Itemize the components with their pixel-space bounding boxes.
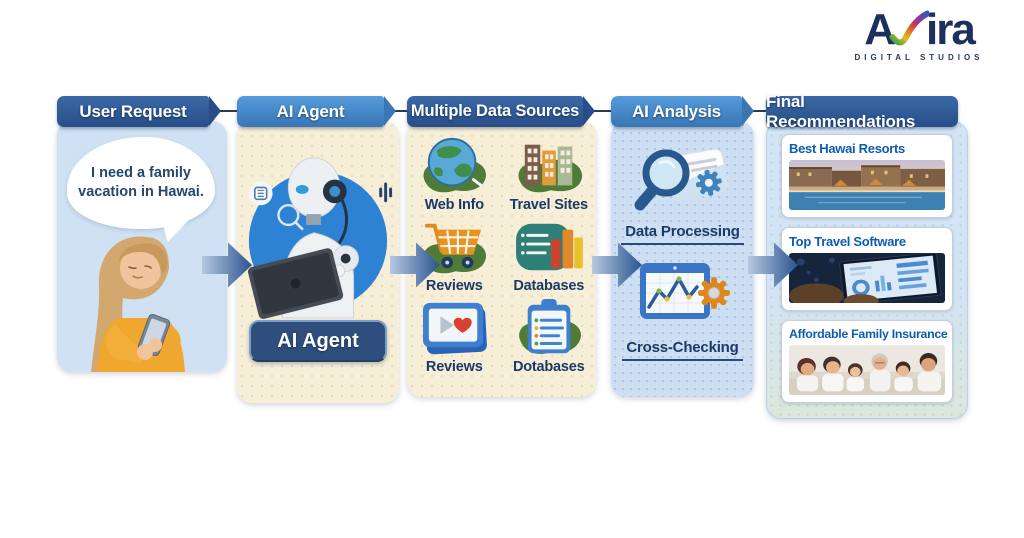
brand-letters-ira: ira <box>925 5 976 54</box>
line-chart-gear-icon <box>640 263 731 319</box>
source-label: Reviews <box>425 278 483 294</box>
recommendation-title: Top Travel Software <box>789 234 906 249</box>
brand-name: A ira <box>826 8 1012 52</box>
brand-logo: A ira DIGITAL STUDIOS <box>826 8 1012 63</box>
header-final-recommendations: Final Recommendations <box>766 92 958 131</box>
header-ai-analysis: AI Analysis <box>611 96 754 127</box>
books-database-icon <box>515 223 583 271</box>
magnifier-document-gear-icon <box>634 148 729 211</box>
analysis-step-label: Cross-Checking <box>622 339 743 361</box>
rainbow-check-icon <box>889 10 929 46</box>
clipboard-checklist-icon <box>518 298 581 354</box>
woman-using-phone-illustration <box>91 236 185 372</box>
source-item: Reviews <box>411 297 497 375</box>
source-item: Dotabases <box>506 297 592 375</box>
family-group-photo <box>789 345 945 395</box>
recommendation-title: Affordable Family Insurance <box>789 327 948 341</box>
brand-tagline: DIGITAL STUDIOS <box>854 53 984 62</box>
travel-software-tablet-photo <box>789 253 945 303</box>
recommendation-card: Top Travel Software <box>781 227 953 311</box>
hotel-buildings-icon <box>518 144 582 193</box>
source-item: Travel Sites <box>506 135 592 213</box>
video-review-icon <box>423 302 488 355</box>
recommendation-card: Best Hawai Resorts <box>781 134 953 218</box>
ai-agent-badge: AI Agent <box>249 320 387 362</box>
panel-final-recommendations: Best Hawai Resorts <box>766 121 968 419</box>
source-label: Databases <box>513 278 585 294</box>
source-label: Reviews <box>425 359 483 375</box>
recommendation-card: Affordable Family Insurance <box>781 320 953 403</box>
resort-pool-photo <box>789 160 945 210</box>
header-data-sources: Multiple Data Sources <box>407 96 595 127</box>
source-label: Travel Sites <box>509 197 588 213</box>
recommendation-title: Best Hawai Resorts <box>789 141 905 156</box>
panel-data-sources: Web Info <box>407 121 596 397</box>
header-ai-agent: AI Agent <box>237 96 396 127</box>
robot-with-laptop-illustration <box>247 157 393 319</box>
panel-ai-agent: AI Agent <box>237 121 399 403</box>
source-label: Web Info <box>424 197 485 213</box>
analysis-step: Data Processing <box>621 139 744 245</box>
analysis-step-label: Data Processing <box>621 223 744 245</box>
source-item: Databases <box>506 216 592 294</box>
source-label: Dotabases <box>512 359 585 375</box>
globe-icon <box>423 137 487 193</box>
source-item: Web Info <box>411 135 497 213</box>
header-user-request: User Request <box>57 96 221 127</box>
analysis-step: Cross-Checking <box>622 255 743 361</box>
brand-letter-a: A <box>864 5 896 54</box>
speech-bubble: I need a family vacation in Hawai. <box>67 137 215 229</box>
panel-ai-analysis: Data Processing <box>611 121 754 397</box>
panel-user-request: I need a family vacation in Hawai. <box>57 121 227 372</box>
speech-bubble-text: I need a family vacation in Hawai. <box>78 165 204 200</box>
